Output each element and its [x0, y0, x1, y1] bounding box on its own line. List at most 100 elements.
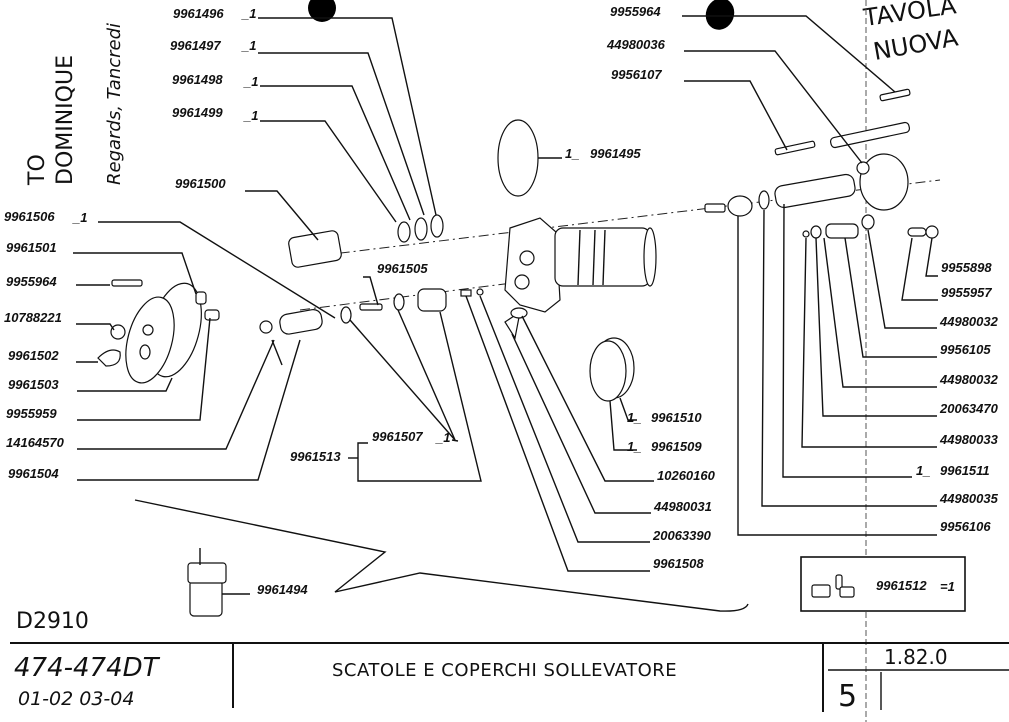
callout-9955964-right: 9955964 — [610, 4, 896, 93]
svg-text:_1: _1 — [243, 74, 258, 89]
callout-44980036: 44980036 — [606, 37, 863, 164]
callout-9961505: 9961505 — [363, 261, 428, 306]
callout-9961510: 1_ 9961510 — [619, 397, 702, 425]
svg-text:_1: _1 — [243, 108, 258, 123]
callout-9956105: 9956105 — [844, 237, 991, 358]
svg-text:10260160: 10260160 — [657, 468, 716, 483]
svg-text:9961502: 9961502 — [8, 348, 59, 363]
drawing-code: D2910 — [16, 609, 89, 634]
svg-text:1_: 1_ — [627, 410, 641, 425]
kit-box-9961512: 9961512 =1 — [800, 556, 966, 612]
svg-text:1_: 1_ — [565, 146, 579, 161]
svg-text:9961495: 9961495 — [590, 146, 641, 161]
svg-text:9961500: 9961500 — [175, 176, 226, 191]
callout-9955959: 9955959 — [6, 317, 211, 421]
callout-9961506: 9961506 _1 — [4, 209, 336, 319]
svg-text:1_: 1_ — [627, 439, 641, 454]
callout-10260160: 10260160 — [521, 315, 716, 483]
callout-20063390: 20063390 — [479, 295, 712, 543]
callout-9961509: 1_ 9961509 — [609, 400, 702, 454]
svg-text:9955957: 9955957 — [941, 285, 992, 300]
svg-text:9961507: 9961507 — [372, 429, 423, 444]
svg-text:14164570: 14164570 — [6, 435, 65, 450]
svg-text:9961508: 9961508 — [653, 556, 704, 571]
svg-text:9961510: 9961510 — [651, 410, 702, 425]
svg-text:9961501: 9961501 — [6, 240, 57, 255]
assembly-inset: 9961494 — [134, 499, 749, 617]
callout-10788221: 10788221 — [4, 310, 115, 331]
note-to: TO — [25, 154, 50, 186]
svg-text:9955898: 9955898 — [941, 260, 992, 275]
callout-20063470: 20063470 — [815, 237, 999, 417]
svg-text:_1: _1 — [72, 210, 87, 225]
assembly-body — [189, 579, 223, 617]
callout-44980032-a: 44980032 — [867, 229, 999, 329]
svg-text:9955959: 9955959 — [6, 406, 57, 421]
callout-14164570: 14164570 — [6, 339, 275, 450]
svg-text:44980032: 44980032 — [939, 314, 999, 329]
drawing-title: SCATOLE E COPERCHI SOLLEVATORE — [332, 660, 677, 681]
callout-44980033: 44980033 — [801, 237, 999, 448]
model-dates: 01-02 03-04 — [18, 688, 134, 710]
svg-text:9956106: 9956106 — [940, 519, 991, 534]
right-valve-group — [704, 88, 939, 239]
callout-9961501: 9961501 — [6, 240, 197, 295]
svg-text:9956107: 9956107 — [611, 67, 662, 82]
callout-9955898: 9955898 — [925, 237, 992, 277]
callout-9961503: 9961503 — [8, 377, 173, 392]
svg-text:10788221: 10788221 — [4, 310, 62, 325]
assembly-axis — [299, 179, 941, 259]
kit-part-number: 9961512 — [876, 578, 927, 593]
svg-text:44980031: 44980031 — [653, 499, 712, 514]
callout-9961508: 9961508 — [465, 295, 704, 572]
callout-9961496: 9961496 _1 — [173, 6, 437, 216]
assembly-top — [187, 562, 227, 584]
callout-9961502: 9961502 — [8, 348, 98, 363]
kit-quantity: =1 — [940, 579, 955, 594]
callout-9961499: 9961499 _1 — [172, 105, 397, 223]
svg-text:_1: _1 — [241, 38, 256, 53]
kit-icon — [811, 584, 831, 598]
callout-9961513: 9961513 — [290, 311, 482, 482]
svg-text:9955964: 9955964 — [6, 274, 57, 289]
callout-9961507: 9961507 _1 — [349, 309, 459, 445]
callout-9961494: 9961494 — [257, 582, 308, 597]
callout-9955957: 9955957 — [901, 237, 992, 301]
handwritten-note-left: TO DOMINIQUE Regards, Tancredi — [25, 23, 125, 186]
callout-9955964-left: 9955964 — [6, 274, 110, 289]
svg-text:9961513: 9961513 — [290, 449, 341, 464]
callout-9961504: 9961504 — [8, 339, 301, 481]
svg-text:1_: 1_ — [916, 463, 930, 478]
callout-9956107: 9956107 — [611, 67, 788, 151]
svg-text:9961506: 9961506 — [4, 209, 55, 224]
svg-text:9955964: 9955964 — [610, 4, 661, 19]
svg-text:44980035: 44980035 — [939, 491, 999, 506]
callout-9961495: 1_ 9961495 — [538, 146, 641, 161]
model-number: 474-474DT — [14, 653, 161, 683]
svg-text:_1: _1 — [435, 430, 450, 445]
page-reference: 1.82.0 — [884, 645, 948, 669]
note-nuova: NUOVA — [871, 23, 960, 65]
svg-text:9961503: 9961503 — [8, 377, 59, 392]
svg-text:9961496: 9961496 — [173, 6, 224, 21]
control-valve — [259, 288, 528, 366]
svg-text:_1: _1 — [241, 6, 256, 21]
note-signature: Regards, Tancredi — [104, 23, 125, 185]
svg-text:9961509: 9961509 — [651, 439, 702, 454]
svg-text:9961498: 9961498 — [172, 72, 223, 87]
callout-44980032-b: 44980032 — [823, 237, 999, 388]
note-name: DOMINIQUE — [53, 55, 78, 185]
svg-text:9961504: 9961504 — [8, 466, 59, 481]
handwritten-note-right: TAVOLA NUOVA — [861, 0, 961, 66]
ink-blot — [705, 0, 735, 30]
o-rings-group — [397, 214, 444, 243]
svg-text:44980032: 44980032 — [939, 372, 999, 387]
assembly-axis — [299, 281, 521, 311]
svg-text:20063470: 20063470 — [939, 401, 999, 416]
lift-housing — [504, 217, 657, 313]
svg-text:9961497: 9961497 — [170, 38, 221, 53]
callout-9961500: 9961500 — [175, 176, 319, 241]
callout-44980035: 44980035 — [761, 209, 999, 507]
callout-9956106: 9956106 — [737, 216, 991, 536]
